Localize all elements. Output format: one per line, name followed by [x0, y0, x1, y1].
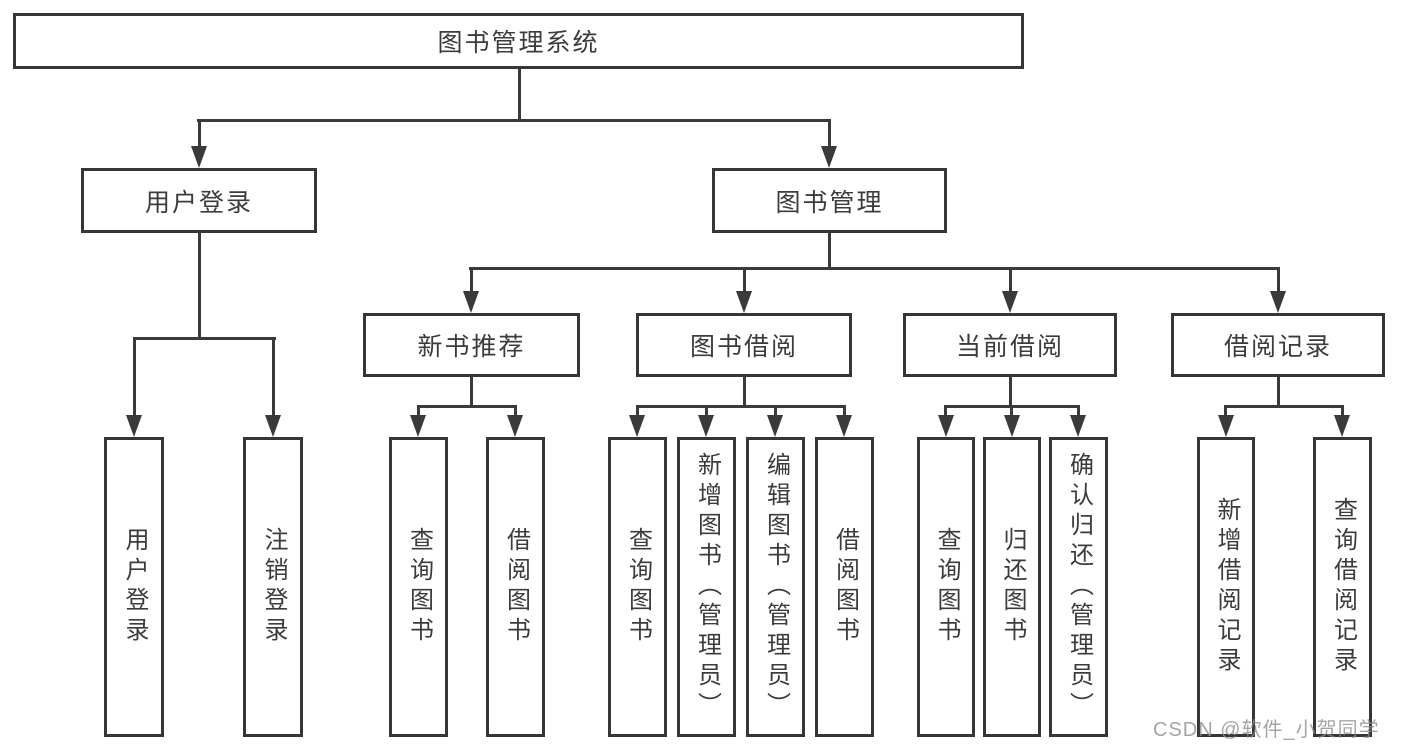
connector-line — [1277, 267, 1280, 293]
node-leaf-query-books-2: 查询图书 — [608, 437, 667, 737]
connector-line — [636, 405, 846, 408]
arrow-down-icon — [836, 415, 852, 437]
connector-line — [518, 69, 521, 121]
node-root: 图书管理系统 — [13, 13, 1024, 69]
node-leaf-confirm-return-admin: 确认归还（管理员） — [1049, 437, 1108, 737]
arrow-down-icon — [265, 415, 281, 437]
connector-line — [843, 405, 846, 416]
connector-line — [743, 377, 746, 407]
arrow-down-icon — [410, 415, 426, 437]
arrow-down-icon — [698, 415, 714, 437]
connector-line — [774, 405, 777, 416]
arrow-down-icon — [736, 291, 752, 313]
connector-line — [636, 405, 639, 416]
connector-line — [828, 233, 831, 269]
connector-line — [272, 337, 275, 416]
connector-line — [197, 119, 831, 122]
arrow-down-icon — [821, 146, 837, 168]
arrow-down-icon — [767, 415, 783, 437]
arrow-down-icon — [1070, 415, 1086, 437]
arrow-down-icon — [463, 291, 479, 313]
connector-line — [417, 405, 420, 416]
connector-line — [133, 337, 136, 416]
connector-line — [470, 377, 473, 407]
connector-line — [944, 405, 947, 416]
node-leaf-query-borrow-record: 查询借阅记录 — [1313, 437, 1372, 737]
node-borrow-records: 借阅记录 — [1171, 313, 1385, 377]
node-label: 图书管理 — [775, 188, 884, 217]
arrow-down-icon — [1218, 415, 1234, 437]
watermark: CSDN @软件_小贺同学 — [1153, 719, 1380, 741]
node-leaf-query-books-1: 查询图书 — [389, 437, 448, 737]
connector-line — [470, 267, 473, 293]
node-leaf-borrow-books-2: 借阅图书 — [815, 437, 874, 737]
connector-line — [133, 337, 276, 340]
node-leaf-borrow-books-1: 借阅图书 — [486, 437, 545, 737]
arrow-down-icon — [938, 415, 954, 437]
connector-line — [705, 405, 708, 416]
node-label: 新书推荐 — [417, 333, 526, 361]
node-label: 借阅图书 — [831, 527, 859, 647]
connector-line — [1010, 405, 1013, 416]
node-label: 当前借阅 — [955, 333, 1064, 361]
node-label: 新增借阅记录 — [1213, 497, 1240, 677]
connector-line — [198, 119, 201, 148]
node-label: 用户登录 — [144, 188, 253, 217]
node-label: 新增图书（管理员） — [693, 452, 721, 722]
node-leaf-add-book-admin: 新增图书（管理员） — [677, 437, 736, 737]
node-root-label: 图书管理系统 — [437, 29, 600, 57]
connector-line — [1077, 405, 1080, 416]
connector-line — [1224, 405, 1344, 408]
node-leaf-return-book: 归还图书 — [983, 437, 1041, 737]
node-label: 注销登录 — [260, 527, 287, 647]
node-user-login: 用户登录 — [81, 168, 317, 233]
node-new-book-recommend: 新书推荐 — [363, 313, 580, 377]
arrow-down-icon — [1004, 415, 1020, 437]
node-label: 查询图书 — [405, 527, 433, 647]
node-label: 确认归还（管理员） — [1065, 452, 1093, 722]
connector-line — [198, 233, 201, 339]
arrow-down-icon — [126, 415, 142, 437]
connector-line — [828, 119, 831, 148]
arrow-down-icon — [1334, 415, 1350, 437]
arrow-down-icon — [507, 415, 523, 437]
node-label: 查询借阅记录 — [1329, 497, 1357, 677]
node-book-borrow: 图书借阅 — [636, 313, 852, 377]
node-label: 查询图书 — [624, 527, 652, 647]
connector-line — [1341, 405, 1344, 416]
node-leaf-user-login: 用户登录 — [104, 437, 164, 737]
connector-line — [417, 405, 517, 408]
node-book-management: 图书管理 — [712, 168, 947, 233]
node-label: 编辑图书（管理员） — [762, 452, 790, 722]
node-label: 借阅记录 — [1223, 333, 1332, 361]
node-leaf-edit-book-admin: 编辑图书（管理员） — [746, 437, 805, 737]
connector-line — [743, 267, 746, 293]
node-leaf-logout: 注销登录 — [243, 437, 303, 737]
node-leaf-query-books-3: 查询图书 — [917, 437, 975, 737]
connector-line — [1277, 377, 1280, 407]
arrow-down-icon — [1002, 291, 1018, 313]
node-label: 归还图书 — [999, 527, 1026, 647]
node-label: 图书借阅 — [689, 333, 798, 361]
connector-line — [469, 267, 1280, 270]
connector-line — [514, 405, 517, 416]
node-label: 查询图书 — [933, 527, 960, 647]
arrow-down-icon — [1270, 291, 1286, 313]
node-label: 用户登录 — [121, 527, 148, 647]
connector-line — [1224, 405, 1227, 416]
node-leaf-add-borrow-record: 新增借阅记录 — [1197, 437, 1255, 737]
connector-line — [1009, 377, 1012, 407]
arrow-down-icon — [191, 146, 207, 168]
node-label: 借阅图书 — [502, 527, 530, 647]
arrow-down-icon — [629, 415, 645, 437]
connector-line — [1009, 267, 1012, 293]
node-current-borrow: 当前借阅 — [903, 313, 1117, 377]
